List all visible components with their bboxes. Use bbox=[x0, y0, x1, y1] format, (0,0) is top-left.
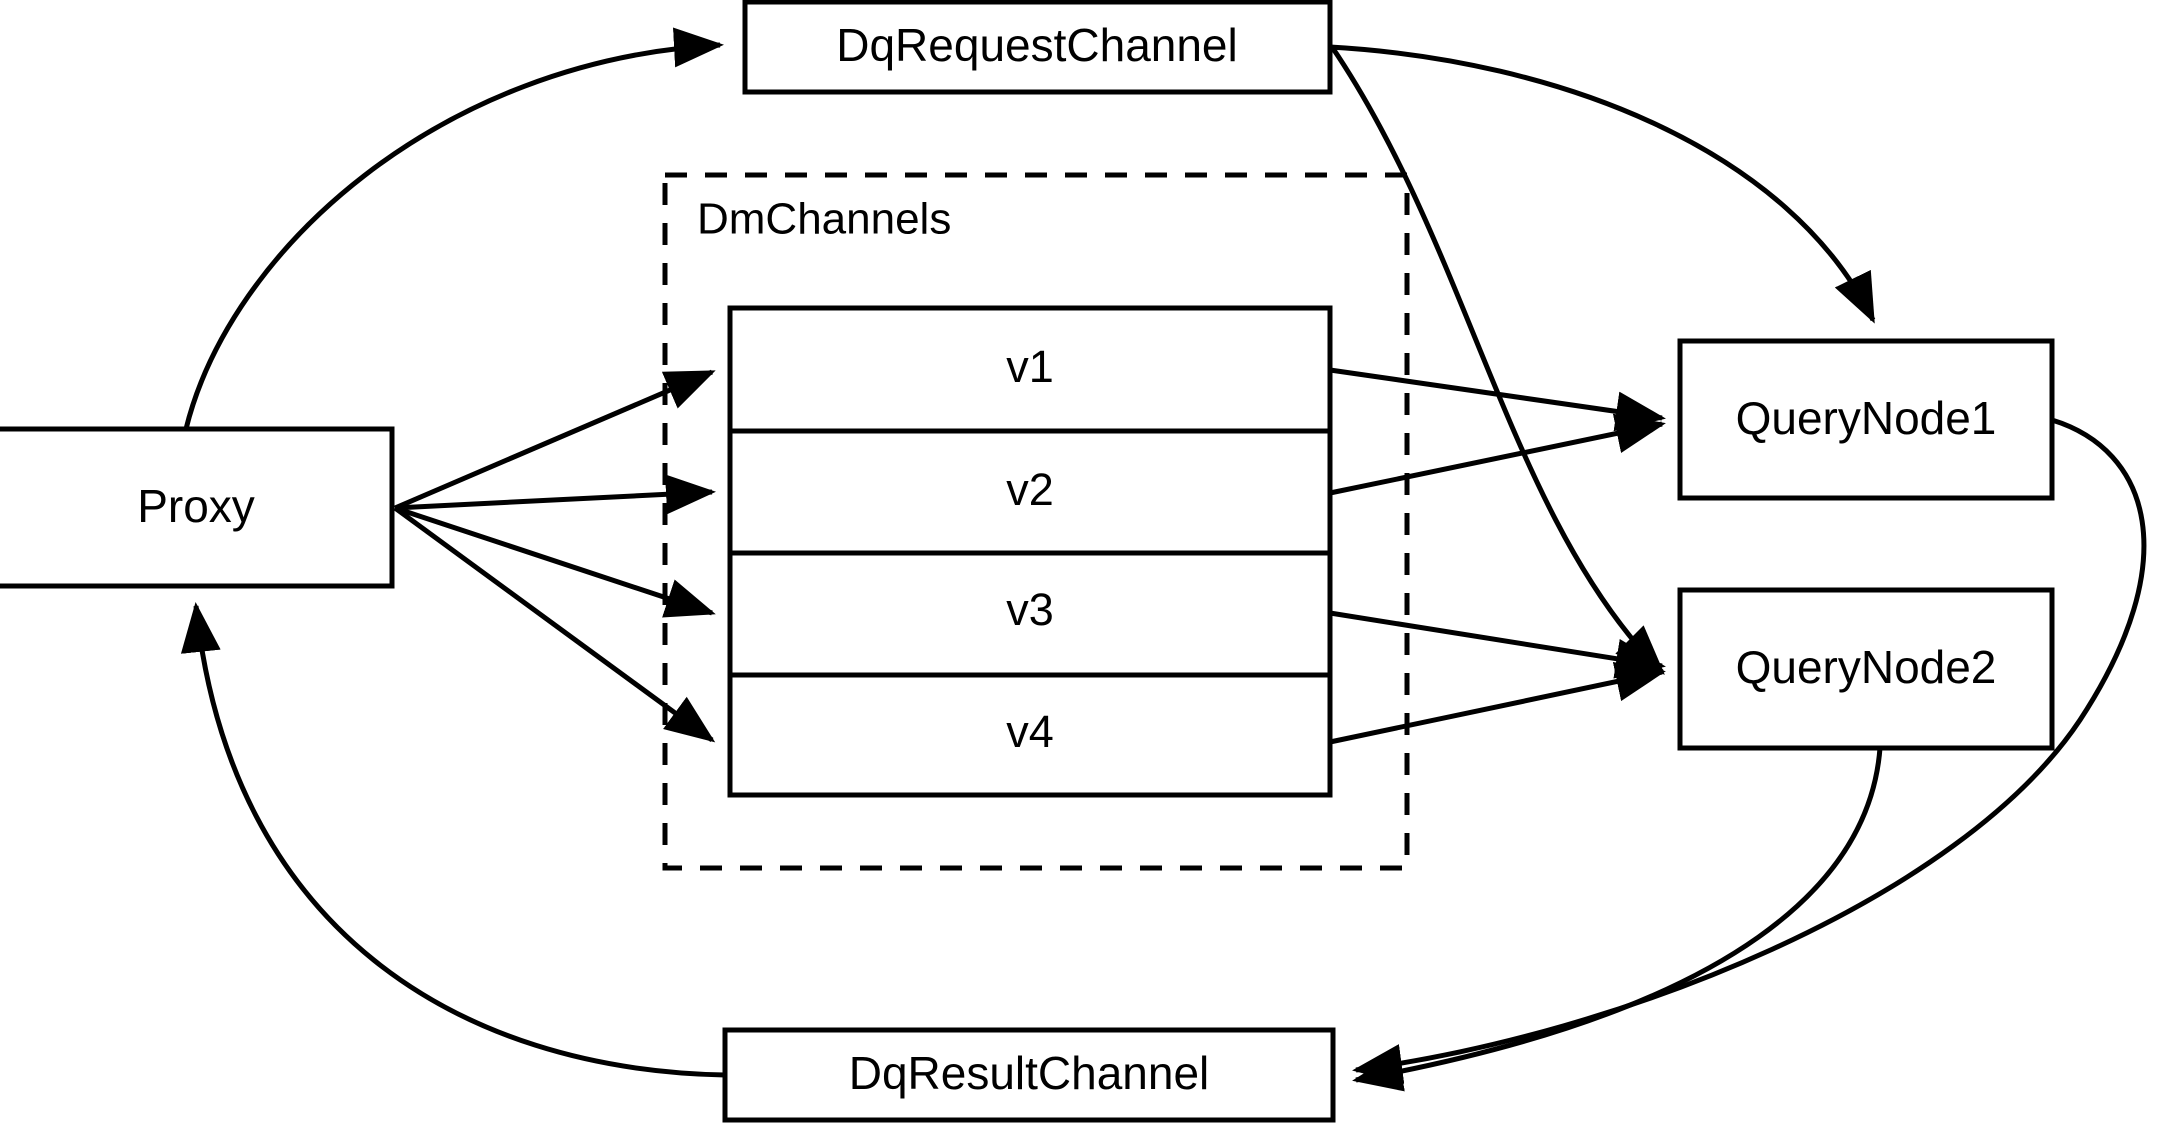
dm-channels-group: DmChannels bbox=[662, 172, 1410, 871]
edge-dq-request-channel-to-query-node-1 bbox=[1329, 44, 1876, 324]
edge-dq-request-channel-to-query-node-2 bbox=[1329, 45, 1665, 675]
query-node-1-box[interactable] bbox=[1677, 338, 2055, 501]
edge-proxy-to-dq-request-channel bbox=[183, 27, 724, 430]
proxy-box[interactable] bbox=[0, 426, 395, 589]
dm-channels-border bbox=[662, 172, 1410, 871]
vchannel-row-v2[interactable]: v2 bbox=[1006, 464, 1054, 515]
dq-request-channel-box[interactable] bbox=[742, 0, 1333, 95]
edge-proxy-to-v3 bbox=[394, 505, 716, 618]
dq-request-channel-label: DqRequestChannel bbox=[836, 19, 1238, 71]
edge-proxy-to-v4 bbox=[393, 505, 716, 743]
node-dq-request-channel[interactable]: DqRequestChannel bbox=[742, 0, 1333, 95]
vchannel-row-v4[interactable]: v4 bbox=[1006, 706, 1054, 757]
vchannel-row-v1[interactable]: v1 bbox=[1006, 341, 1054, 392]
vchannel-row-v3[interactable]: v3 bbox=[1006, 584, 1054, 635]
dq-result-channel-box[interactable] bbox=[722, 1027, 1336, 1123]
vchannel-table: v1 v2 v3 v4 bbox=[727, 305, 1333, 798]
dq-result-channel-label: DqResultChannel bbox=[849, 1047, 1210, 1099]
node-proxy[interactable]: Proxy bbox=[0, 426, 395, 589]
node-dq-result-channel[interactable]: DqResultChannel bbox=[722, 1027, 1336, 1123]
edge-v2-to-query-node-1 bbox=[1329, 413, 1666, 496]
edge-dq-result-channel-to-proxy bbox=[180, 602, 726, 1078]
query-node-1-label: QueryNode1 bbox=[1736, 392, 1997, 444]
query-node-2-label: QueryNode2 bbox=[1736, 641, 1997, 693]
proxy-label: Proxy bbox=[137, 480, 255, 532]
edge-query-node-2-to-dq-result-channel bbox=[1352, 747, 1883, 1092]
edge-proxy-to-v1 bbox=[394, 369, 716, 511]
node-query-node-1[interactable]: QueryNode1 bbox=[1677, 338, 2055, 501]
dm-channels-label: DmChannels bbox=[697, 195, 951, 244]
edge-v3-to-query-node-2 bbox=[1329, 610, 1666, 679]
query-node-2-box[interactable] bbox=[1677, 587, 2055, 751]
node-query-node-2[interactable]: QueryNode2 bbox=[1677, 587, 2055, 751]
edge-v4-to-query-node-2 bbox=[1329, 661, 1666, 745]
edge-proxy-to-v2 bbox=[394, 474, 716, 515]
